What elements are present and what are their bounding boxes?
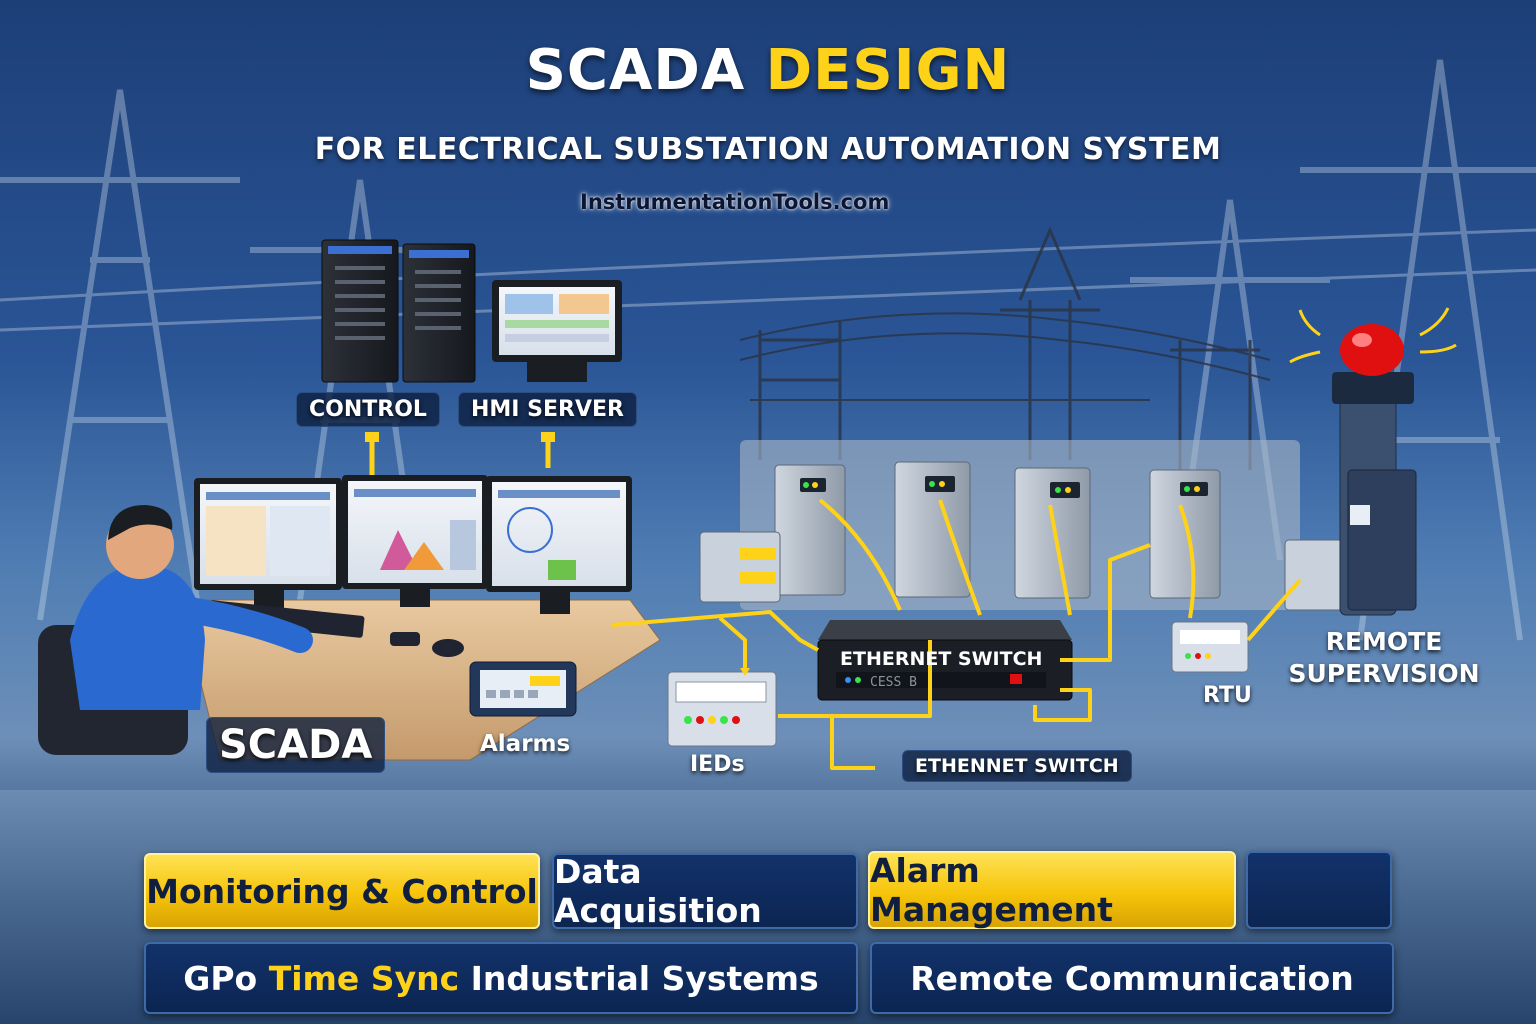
mouse — [432, 639, 464, 657]
pill-time-sync: GPo Time Sync Industrial Systems — [144, 942, 858, 1014]
label-ethernet-switch: ETHENNET SWITCH — [902, 750, 1132, 782]
label-ethernet-switch-device: ETHERNET SWITCH — [840, 648, 1043, 670]
subtitle: FOR ELECTRICAL SUBSTATION AUTOMATION SYS… — [314, 132, 1222, 167]
time-sync-prefix: GPo — [183, 958, 258, 998]
equipment-cabinets — [699, 461, 1346, 611]
pill-data-acquisition: Data Acquisition — [552, 852, 858, 930]
operator — [38, 505, 313, 755]
label-ieds: IEDs — [690, 752, 745, 777]
label-control: CONTROL — [296, 392, 440, 427]
label-rtu: RTU — [1203, 683, 1252, 708]
ied-device — [667, 671, 777, 747]
network-cables — [611, 498, 1302, 770]
substation-structures — [739, 226, 1271, 470]
ethernet-switch-device: CESS B — [817, 620, 1073, 701]
pill-alarm-management: Alarm Management — [868, 851, 1236, 929]
server-racks — [321, 239, 476, 383]
label-hmi-server: HMI SERVER — [458, 392, 637, 427]
label-alarms: Alarms — [480, 731, 571, 757]
rtu-device — [1171, 621, 1249, 673]
switch-panel-text: CESS B — [870, 675, 917, 690]
pill-monitoring-control: Monitoring & Control — [144, 853, 540, 929]
time-sync-highlight: Time Sync — [268, 958, 460, 998]
alarms-device — [469, 661, 577, 717]
operator-monitors — [194, 475, 632, 614]
title-scada: SCADA — [525, 38, 746, 103]
pill-remote-communication: Remote Communication — [870, 942, 1394, 1014]
hmi-monitor — [492, 280, 622, 382]
alarm-beacon — [1340, 324, 1404, 376]
title-design: DESIGN — [765, 38, 1011, 103]
label-remote-supervision: REMOTE SUPERVISION — [1288, 627, 1480, 688]
website-label: InstrumentationTools.com — [580, 190, 890, 214]
remote-supervision-tower — [1289, 307, 1457, 616]
title: SCADA DESIGN — [0, 38, 1536, 103]
pill-empty — [1246, 851, 1392, 929]
label-scada: SCADA — [206, 717, 386, 773]
time-sync-suffix: Industrial Systems — [470, 958, 819, 998]
